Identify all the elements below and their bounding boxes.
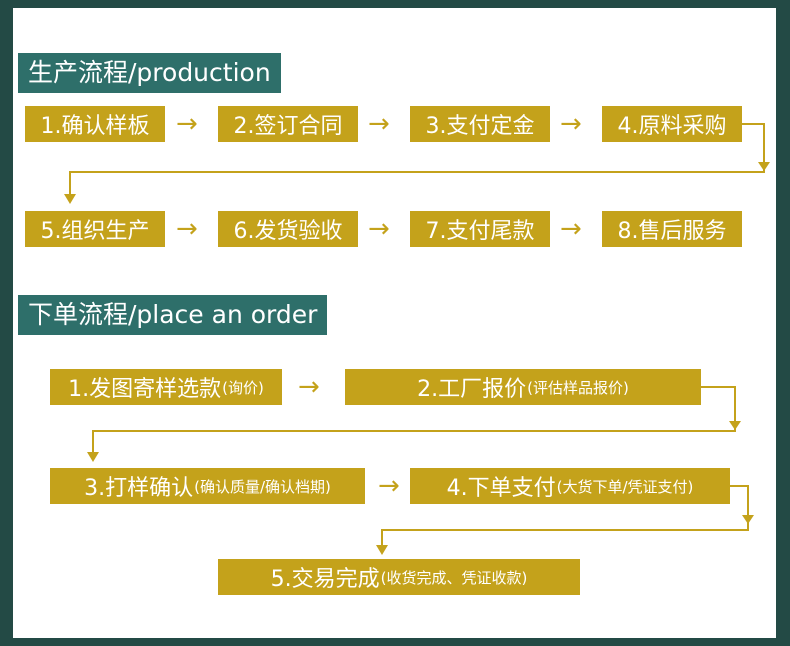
order-step-3-label: 3.打样确认 <box>84 476 194 501</box>
production-step-7: 7.支付尾款 <box>410 211 550 247</box>
order-step-4-note: (大货下单/凭证支付) <box>556 477 694 496</box>
arrow-right-icon: → <box>176 109 198 139</box>
arrowhead-down-icon <box>729 421 741 430</box>
production-step-3: 3.支付定金 <box>410 106 550 142</box>
arrowhead-down-icon <box>376 545 388 555</box>
connector-order-2-to-3 <box>92 386 736 452</box>
order-step-1-note: (询价) <box>222 378 264 397</box>
production-section-title: 生产流程/production <box>18 53 281 93</box>
arrow-right-icon: → <box>560 109 582 139</box>
arrowhead-down-icon <box>758 162 770 171</box>
arrow-right-icon: → <box>176 214 198 244</box>
connector-production-4-to-5 <box>69 123 765 194</box>
order-step-1-label: 1.发图寄样选款 <box>68 377 222 402</box>
connector-order-4-to-5 <box>381 520 749 545</box>
production-step-4: 4.原料采购 <box>602 106 742 142</box>
order-step-4-label: 4.下单支付 <box>446 476 556 501</box>
order-step-2-label: 2.工厂报价 <box>417 377 527 402</box>
arrow-right-icon: → <box>368 214 390 244</box>
production-step-8: 8.售后服务 <box>602 211 742 247</box>
order-step-5: 5.交易完成(收货完成、凭证收款) <box>218 559 580 595</box>
order-step-4: 4.下单支付(大货下单/凭证支付) <box>410 468 730 504</box>
arrow-right-icon: → <box>378 471 400 501</box>
order-step-3-note: (确认质量/确认档期) <box>194 477 331 496</box>
arrowhead-down-icon <box>64 194 76 204</box>
order-step-2-note: (评估样品报价) <box>527 378 629 397</box>
arrowhead-down-icon <box>742 515 754 524</box>
arrow-right-icon: → <box>298 372 320 402</box>
order-step-5-note: (收货完成、凭证收款) <box>380 568 528 587</box>
production-step-5: 5.组织生产 <box>25 211 165 247</box>
order-step-1: 1.发图寄样选款(询价) <box>50 369 282 405</box>
order-step-3: 3.打样确认(确认质量/确认档期) <box>50 468 365 504</box>
production-step-2: 2.签订合同 <box>218 106 358 142</box>
connector-order-3-to-4-extra <box>730 485 749 520</box>
order-step-2: 2.工厂报价(评估样品报价) <box>345 369 701 405</box>
order-step-5-label: 5.交易完成 <box>270 567 380 592</box>
arrowhead-down-icon <box>87 452 99 462</box>
arrow-right-icon: → <box>560 214 582 244</box>
arrow-right-icon: → <box>368 109 390 139</box>
order-section-title: 下单流程/place an order <box>18 295 328 335</box>
production-step-1: 1.确认样板 <box>25 106 165 142</box>
production-step-6: 6.发货验收 <box>218 211 358 247</box>
